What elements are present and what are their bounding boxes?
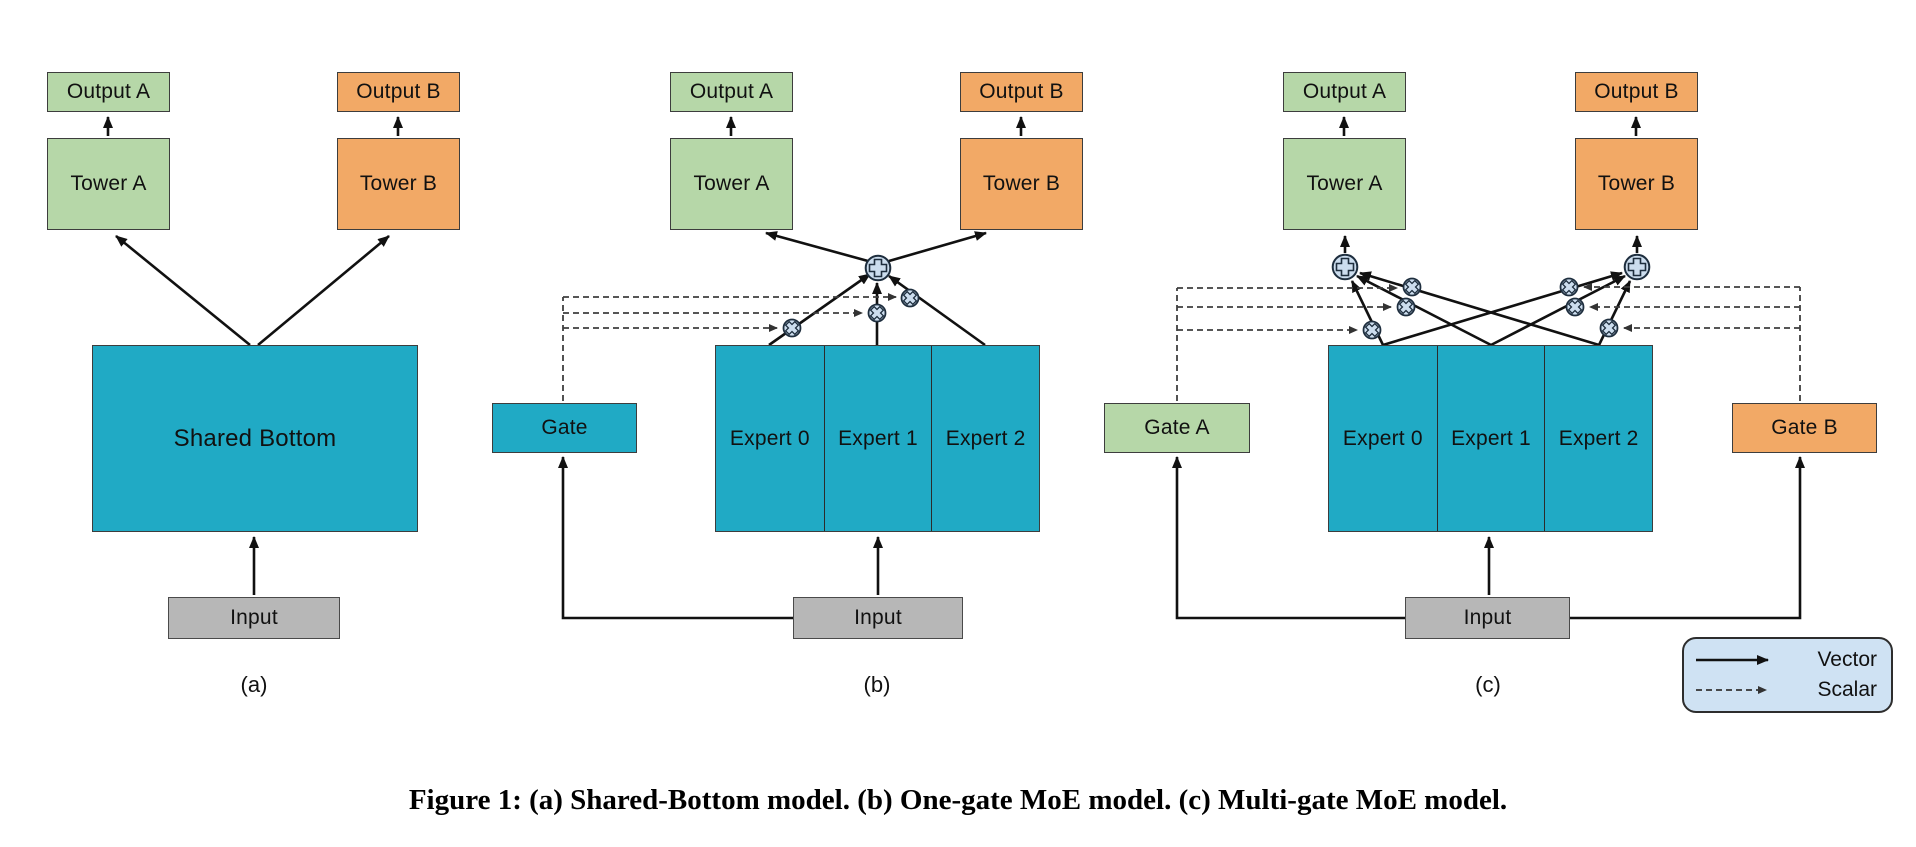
panel-c-tower-a-box: Tower A [1283, 138, 1406, 230]
panel-b-input-box: Input [793, 597, 963, 639]
panel-c-multiply-node-a1-icon [1396, 297, 1416, 317]
panel-b-sum-node-icon [864, 254, 892, 282]
panel-b-label: (b) [863, 672, 891, 697]
panel-b-output-a-box: Output A [670, 72, 793, 112]
panel-b-tower-a-box: Tower A [670, 138, 793, 230]
panel-b-expert-1: Expert 1 [823, 346, 932, 531]
panel-b-multiply-node-0-icon [782, 318, 802, 338]
panel-c-output-b-box: Output B [1575, 72, 1698, 112]
panel-c-multiply-node-b2-icon [1599, 318, 1619, 338]
panel-b-output-b-box: Output B [960, 72, 1083, 112]
panel-a-output-b-box: Output B [337, 72, 460, 112]
panel-c-experts-box: Expert 0 Expert 1 Expert 2 [1328, 345, 1653, 532]
panel-c-multiply-node-a0-icon [1362, 320, 1382, 340]
panel-b-experts-box: Expert 0 Expert 1 Expert 2 [715, 345, 1040, 532]
figure-caption: Figure 1: (a) Shared-Bottom model. (b) O… [408, 784, 1508, 816]
panel-c-output-a-box: Output A [1283, 72, 1406, 112]
panel-a-shared-bottom-box: Shared Bottom [92, 345, 418, 532]
legend-scalar-row: Scalar [1694, 678, 1877, 702]
panel-c-expert-2: Expert 2 [1544, 346, 1652, 531]
legend-vector-label: Vector [1817, 647, 1877, 671]
panel-c-expert-0: Expert 0 [1342, 426, 1423, 450]
panel-c-label: (c) [1475, 672, 1501, 697]
panel-a-input-box: Input [168, 597, 340, 639]
panel-b-multiply-node-2-icon [900, 288, 920, 308]
panel-c-expert-1: Expert 1 [1436, 346, 1545, 531]
panel-b-expert-0: Expert 0 [729, 426, 810, 450]
panel-c-tower-b-box: Tower B [1575, 138, 1698, 230]
legend-box: Vector Scalar [1682, 637, 1893, 713]
legend-scalar-label: Scalar [1817, 678, 1877, 702]
panel-b-multiply-node-1-icon [867, 303, 887, 323]
panel-b-gate-box: Gate [492, 403, 637, 453]
panel-a-output-a-box: Output A [47, 72, 170, 112]
panel-c-sum-node-b-icon [1623, 253, 1651, 281]
panel-a-label: (a) [240, 672, 268, 697]
solid-vector-arrows [103, 116, 1805, 620]
panel-c-multiply-node-b1-icon [1565, 297, 1585, 317]
panel-c-gate-b-box: Gate B [1732, 403, 1877, 453]
panel-b-tower-b-box: Tower B [960, 138, 1083, 230]
panel-c-multiply-node-b0-icon [1559, 277, 1579, 297]
panel-c-multiply-node-a2-icon [1402, 277, 1422, 297]
panel-c-input-box: Input [1405, 597, 1570, 639]
legend-vector-arrow-icon [1696, 654, 1769, 665]
legend-vector-row: Vector [1694, 648, 1877, 672]
panel-c-sum-node-a-icon [1331, 253, 1359, 281]
dashed-scalar-arrows [562, 283, 1801, 401]
panel-a-tower-b-box: Tower B [337, 138, 460, 230]
panel-c-gate-a-box: Gate A [1104, 403, 1250, 453]
panel-b-expert-2: Expert 2 [931, 346, 1039, 531]
legend-scalar-arrow-icon [1696, 686, 1767, 695]
panel-a-tower-a-box: Tower A [47, 138, 170, 230]
